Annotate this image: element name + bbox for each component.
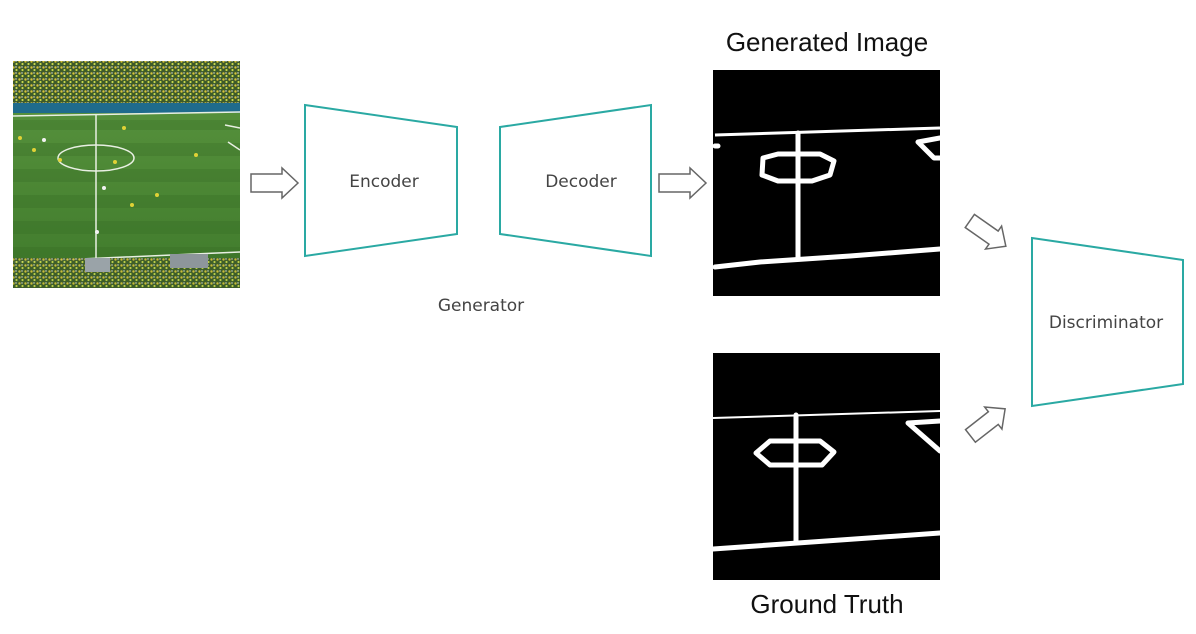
encoder-block <box>304 103 458 258</box>
hollow-arrow-icon <box>250 166 300 200</box>
encoder-label: Encoder <box>349 172 419 192</box>
discriminator-label: Discriminator <box>1049 313 1163 333</box>
generated-image-title: Generated Image <box>726 27 928 57</box>
generated-image <box>713 70 940 296</box>
generator-label: Generator <box>438 296 524 316</box>
decoder-label: Decoder <box>545 172 617 192</box>
input-pitch-photo <box>13 61 240 288</box>
decoder-block <box>499 103 652 258</box>
ground-truth-image <box>713 353 940 580</box>
hollow-arrow-icon <box>964 213 1007 251</box>
ground-truth-title: Ground Truth <box>750 589 903 619</box>
hollow-arrow-icon <box>658 166 708 200</box>
discriminator-block <box>1031 236 1184 408</box>
hollow-arrow-icon <box>964 406 1006 444</box>
